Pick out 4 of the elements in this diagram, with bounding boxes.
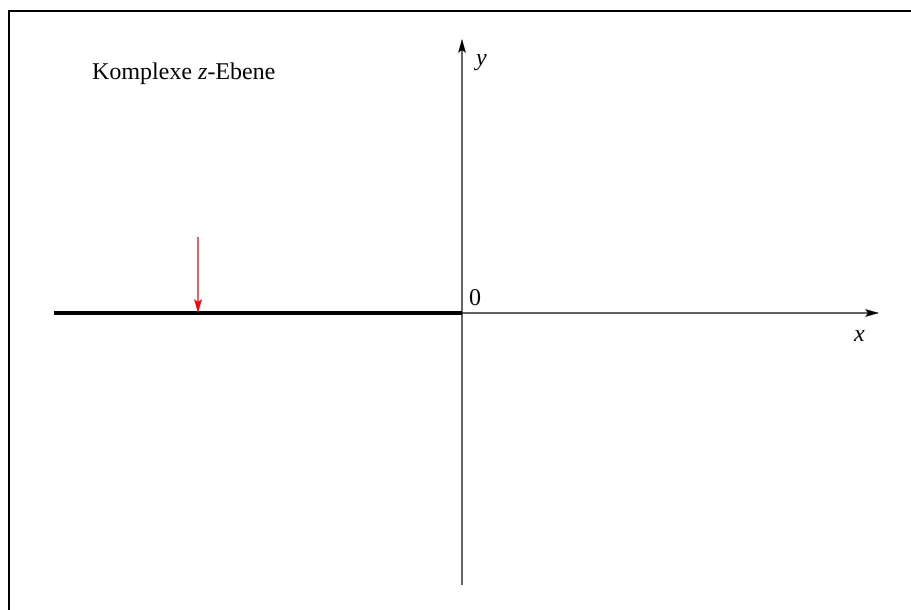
origin-label: 0 [469, 286, 481, 310]
axis-label: x [854, 322, 865, 346]
axis-label: y [476, 46, 487, 70]
plane-title: Komplexe z-Ebene [92, 60, 276, 84]
